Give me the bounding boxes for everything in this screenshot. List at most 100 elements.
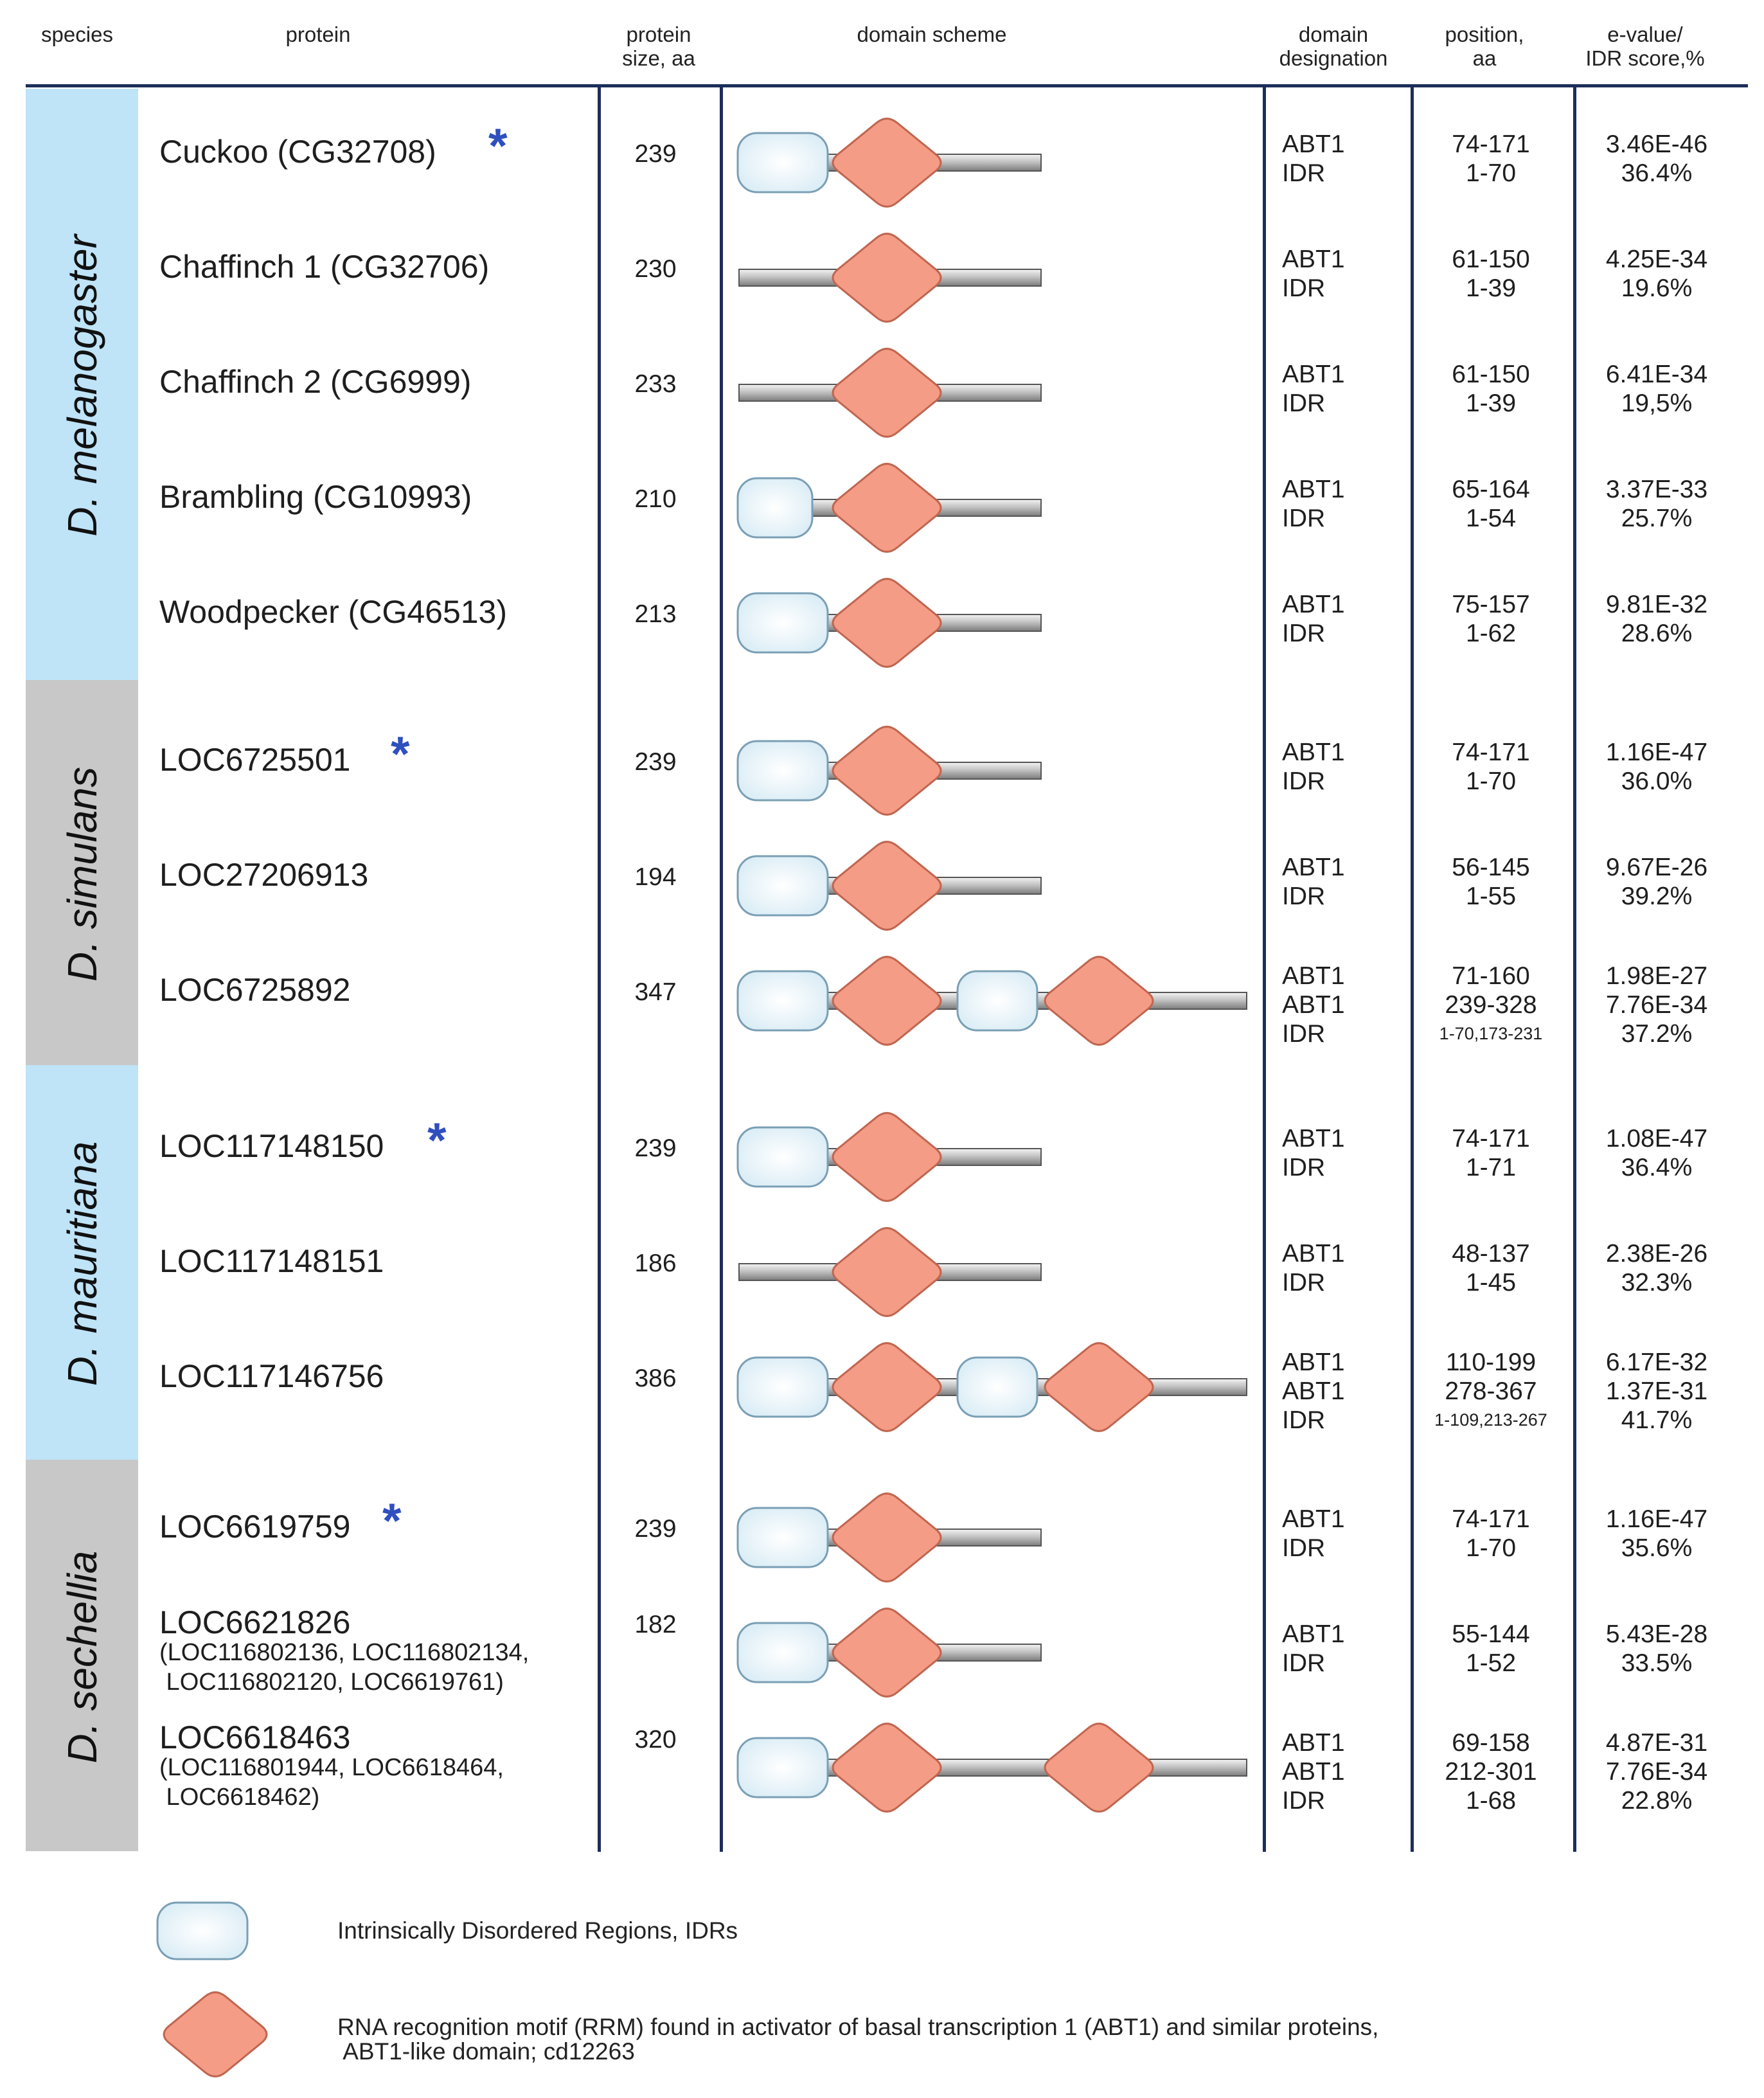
idr-domain — [736, 970, 829, 1032]
protein-name: LOC6619759 — [159, 1509, 351, 1545]
domain-designation-line: ABT1 — [1282, 1377, 1345, 1405]
column-rule — [1411, 87, 1414, 1852]
asterisk-icon: * — [382, 1494, 402, 1548]
domain-designation-line: IDR — [1282, 390, 1326, 417]
sequence-bar — [815, 154, 1042, 172]
domain-designation-line: ABT1 — [1282, 991, 1345, 1019]
domain-score-line: 6.17E-32 — [1605, 1349, 1708, 1376]
domain-position-line: 74-171 — [1452, 1125, 1530, 1152]
column-rule — [720, 87, 723, 1852]
legend-idr-text: Intrinsically Disordered Regions, IDRs — [337, 1917, 738, 1944]
protein-name: Chaffinch 1 (CG32706) — [159, 249, 490, 285]
domain-position-line: 71-160 — [1452, 962, 1530, 990]
domain-position-line: 1-70 — [1465, 767, 1517, 795]
idr-domain — [736, 1126, 829, 1188]
protein-size: 239 — [634, 140, 677, 168]
domain-position-line: 55-144 — [1452, 1620, 1530, 1648]
species-band: D. melanogaster — [26, 89, 138, 680]
domain-score-line: 25.7% — [1621, 505, 1693, 532]
domain-score-line: 2.38E-26 — [1605, 1240, 1708, 1268]
domain-position-line: 1-71 — [1465, 1154, 1517, 1181]
rrm-domain — [832, 1342, 942, 1432]
rrm-domain — [832, 348, 942, 438]
domain-position-line: 1-70 — [1465, 1534, 1517, 1562]
domain-score-line: 36.0% — [1621, 767, 1693, 795]
domain-score-line: 39.2% — [1621, 883, 1693, 910]
domain-designation-line: ABT1 — [1282, 361, 1345, 388]
domain-position-line: 1-62 — [1465, 620, 1517, 647]
domain-score-line: 35.6% — [1621, 1534, 1693, 1562]
protein-size: 239 — [634, 1134, 677, 1162]
domain-designation-line: ABT1 — [1282, 962, 1345, 990]
domain-position-line: 1-70 — [1465, 159, 1517, 187]
sequence-bar — [738, 269, 1042, 287]
protein-name: Brambling (CG10993) — [159, 479, 472, 515]
protein-size: 194 — [634, 863, 677, 891]
rrm-domain — [832, 578, 942, 668]
sequence-bar — [738, 1263, 1042, 1281]
sequence-bar — [815, 762, 1042, 780]
idr-domain — [736, 477, 814, 539]
domain-designation-line: IDR — [1282, 620, 1326, 647]
domain-designation-line: ABT1 — [1282, 130, 1345, 158]
domain-score-line: 6.41E-34 — [1605, 361, 1708, 388]
rrm-domain — [832, 233, 942, 323]
domain-score-line: 1.16E-47 — [1605, 1505, 1708, 1533]
sequence-bar — [815, 614, 1042, 632]
protein-size: 230 — [634, 255, 677, 283]
domain-position-line: 239-328 — [1445, 991, 1537, 1019]
protein-name: Woodpecker (CG46513) — [159, 594, 508, 630]
domain-score-line: 1.08E-47 — [1605, 1125, 1708, 1152]
protein-name: Cuckoo (CG32708) — [159, 134, 436, 170]
domain-score-line: 37.2% — [1621, 1020, 1693, 1048]
idr-domain — [736, 1507, 829, 1568]
asterisk-icon: * — [391, 727, 410, 782]
column-rule — [598, 87, 601, 1852]
idr-domain — [736, 1737, 829, 1798]
asterisk-icon: * — [427, 1113, 447, 1168]
domain-designation-line: ABT1 — [1282, 1505, 1345, 1533]
protein-name: LOC27206913 — [159, 857, 369, 893]
sequence-bar — [803, 499, 1042, 517]
domain-score-line: 9.67E-26 — [1605, 854, 1708, 881]
domain-position-line: 1-39 — [1465, 390, 1517, 417]
domain-score-line: 32.3% — [1621, 1269, 1693, 1296]
domain-position-line: 48-137 — [1452, 1240, 1530, 1268]
rrm-domain — [1044, 1723, 1154, 1813]
rrm-domain — [1044, 1342, 1154, 1432]
domain-score-line: 41.7% — [1621, 1406, 1693, 1434]
domain-score-line: 3.46E-46 — [1605, 130, 1708, 158]
legend-idr-icon — [156, 1901, 249, 1960]
domain-score-line: 7.76E-34 — [1605, 991, 1708, 1019]
rrm-domain — [1044, 956, 1154, 1046]
domain-designation-line: ABT1 — [1282, 1349, 1345, 1376]
domain-designation-line: ABT1 — [1282, 854, 1345, 881]
domain-position-line: 61-150 — [1452, 361, 1530, 388]
